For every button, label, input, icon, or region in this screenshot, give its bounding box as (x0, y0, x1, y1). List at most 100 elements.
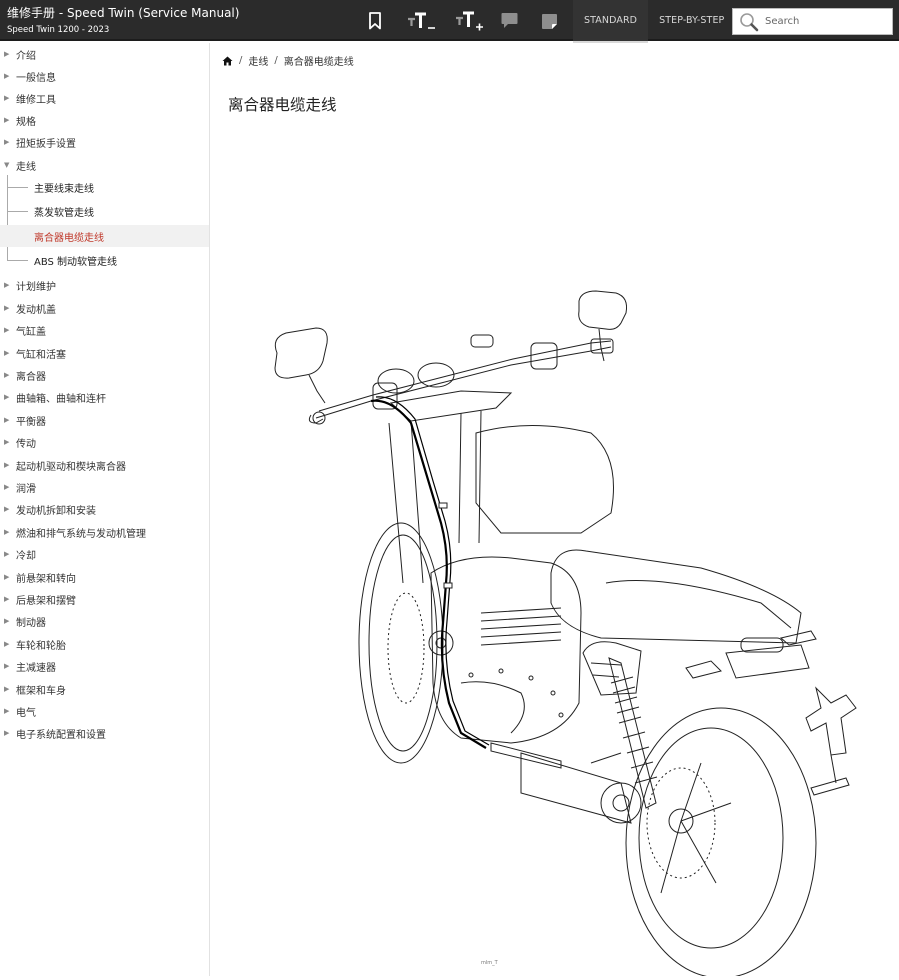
toc-item-electronic-config[interactable]: ▶ 电子系统配置和设置 (0, 722, 209, 744)
toc-item-rear-suspension[interactable]: ▶ 后悬架和摆臂 (0, 588, 209, 610)
toc-item-label: 气缸和活塞 (16, 349, 66, 361)
collapse-arrow-icon: ▼ (4, 161, 10, 169)
tree-connector (7, 260, 28, 261)
comment-icon (501, 13, 517, 28)
tab-step-by-step[interactable]: STEP-BY-STEP (659, 15, 725, 26)
toc-subitem-main-harness-routing[interactable]: 主要线束走线 (34, 183, 94, 195)
expand-arrow-icon: ▶ (4, 50, 10, 58)
toc-item-label: 维修工具 (16, 94, 56, 106)
toc-subitem-clutch-cable-routing[interactable]: 离合器电缆走线 (0, 225, 209, 247)
tree-connector (7, 175, 8, 261)
text-increase-button[interactable] (453, 9, 487, 33)
expand-arrow-icon: ▶ (4, 640, 10, 648)
expand-arrow-icon: ▶ (4, 617, 10, 625)
view-mode-tabs: STANDARD STEP-BY-STEP (573, 0, 735, 43)
breadcrumb-separator: / (274, 55, 278, 66)
expand-arrow-icon: ▶ (4, 304, 10, 312)
expand-arrow-icon: ▶ (4, 138, 10, 146)
toc-item-electrical[interactable]: ▶电气 (0, 700, 209, 722)
toc-item-specifications[interactable]: ▶规格 (0, 109, 209, 131)
toc-item-starter-drive[interactable]: ▶起动机驱动和楔块离合器 (0, 454, 209, 476)
text-increase-icon (456, 11, 483, 31)
expand-arrow-icon: ▶ (4, 416, 10, 424)
toc-item-wheels-tyres[interactable]: ▶ 车轮和轮胎 (0, 633, 209, 655)
toc-item-label: 发动机盖 (16, 304, 56, 316)
toc-item-label: 气缸盖 (16, 326, 46, 338)
toc-item-front-suspension[interactable]: ▶ 前悬架和转向 (0, 566, 209, 588)
breadcrumb-separator: / (239, 55, 243, 66)
expand-arrow-icon: ▶ (4, 94, 10, 102)
toc-item-balancer[interactable]: ▶ 平衡器 (0, 409, 209, 431)
toc-item-label: 扭矩扳手设置 (16, 138, 76, 150)
bookmark-icon (369, 12, 381, 30)
bookmark-button[interactable] (364, 9, 386, 33)
figure-reference-label: mlm_T (481, 960, 498, 966)
toc-item-label: 后悬架和摆臂 (16, 595, 76, 607)
toc-item-label: 电子系统配置和设置 (16, 729, 106, 741)
toc-item-brakes[interactable]: ▶制动器 (0, 610, 209, 632)
toc-subitem-evap-hose-routing[interactable]: 蒸发软管走线 (34, 207, 94, 219)
text-decrease-icon (408, 12, 435, 29)
breadcrumb: / 走线 / 离合器电缆走线 (222, 53, 354, 68)
note-button[interactable] (539, 9, 559, 33)
expand-arrow-icon: ▶ (4, 729, 10, 737)
toc-item-cylinders-pistons[interactable]: ▶ 气缸和活塞 (0, 342, 209, 364)
page-title: 离合器电缆走线 (228, 96, 337, 114)
toc-item-label: 一般信息 (16, 72, 56, 84)
expand-arrow-icon: ▶ (4, 72, 10, 80)
toc-item-label: 介绍 (16, 50, 36, 62)
breadcrumb-link-routing[interactable]: 走线 (248, 57, 269, 68)
toc-item-frame-bodywork[interactable]: ▶框架和车身 (0, 678, 209, 700)
toc-item-cylinder-head[interactable]: ▶ 气缸盖 (0, 319, 209, 341)
toc-item-torque-settings[interactable]: ▶ 扭矩扳手设置 (0, 131, 209, 153)
toc-item-crankcase[interactable]: ▶曲轴箱、曲轴和连杆 (0, 386, 209, 408)
toc-subitem-abs-brake-hose-routing[interactable]: ABS 制动软管走线 (34, 256, 118, 268)
expand-arrow-icon: ▶ (4, 595, 10, 603)
toc-item-scheduled-maintenance[interactable]: ▶计划维护 (0, 274, 209, 296)
expand-arrow-icon: ▶ (4, 371, 10, 379)
toc-item-label: 润滑 (16, 483, 36, 495)
home-icon[interactable] (222, 56, 233, 66)
toc-item-cooling[interactable]: ▶ 冷却 (0, 543, 209, 565)
toc-item-label: 发动机拆卸和安装 (16, 505, 96, 517)
toc-item-label: 主减速器 (16, 662, 56, 674)
expand-arrow-icon: ▶ (4, 461, 10, 469)
toc-item-label: 传动 (16, 438, 36, 450)
toc-item-final-drive[interactable]: ▶主减速器 (0, 655, 209, 677)
text-decrease-button[interactable] (405, 9, 439, 33)
comment-button[interactable] (498, 9, 520, 33)
toc-item-label: 平衡器 (16, 416, 46, 428)
toc-item-service-tools[interactable]: ▶ 维修工具 (0, 87, 209, 109)
search-input[interactable] (765, 16, 885, 27)
toc-item-lubrication[interactable]: ▶ 润滑 (0, 476, 209, 498)
expand-arrow-icon: ▶ (4, 438, 10, 446)
toc-item-introduction[interactable]: ▶ 介绍 (0, 43, 209, 65)
toc-item-label: 规格 (16, 116, 36, 128)
toc-item-clutch[interactable]: ▶ 离合器 (0, 364, 209, 386)
main-content: / 走线 / 离合器电缆走线 离合器电缆走线 (211, 43, 899, 979)
toc-item-label: 框架和车身 (16, 685, 66, 697)
expand-arrow-icon: ▶ (4, 573, 10, 581)
toc-item-label: 车轮和轮胎 (16, 640, 66, 652)
toc-item-transmission[interactable]: ▶ 传动 (0, 431, 209, 453)
expand-arrow-icon: ▶ (4, 326, 10, 334)
toc-item-fuel-exhaust[interactable]: ▶燃油和排气系统与发动机管理 (0, 521, 209, 543)
search-box[interactable] (732, 8, 893, 35)
expand-arrow-icon: ▶ (4, 550, 10, 558)
manual-title: 维修手册 - Speed Twin (Service Manual) (7, 6, 240, 20)
toc-item-general-info[interactable]: ▶ 一般信息 (0, 65, 209, 87)
toc-item-routing[interactable]: ▼ 走线 (0, 154, 209, 176)
expand-arrow-icon: ▶ (4, 505, 10, 513)
expand-arrow-icon: ▶ (4, 349, 10, 357)
toc-item-label: 前悬架和转向 (16, 573, 76, 585)
toc-item-engine-covers[interactable]: ▶ 发动机盖 (0, 297, 209, 319)
tab-standard[interactable]: STANDARD (573, 0, 649, 43)
top-bar: 维修手册 - Speed Twin (Service Manual) Speed… (0, 0, 899, 43)
expand-arrow-icon: ▶ (4, 483, 10, 491)
table-of-contents: ▶介绍 ▶一般信息 ▶维修工具 ▶规格 ▶扭矩扳手设置 ▼走线 主要线束走线 蒸… (0, 43, 210, 976)
toc-item-engine-removal[interactable]: ▶ 发动机拆卸和安装 (0, 498, 209, 520)
toc-item-label: 电气 (16, 707, 36, 719)
toc-item-label: 离合器 (16, 371, 46, 383)
toc-item-label: 走线 (16, 161, 36, 173)
toc-item-label: 冷却 (16, 550, 36, 562)
